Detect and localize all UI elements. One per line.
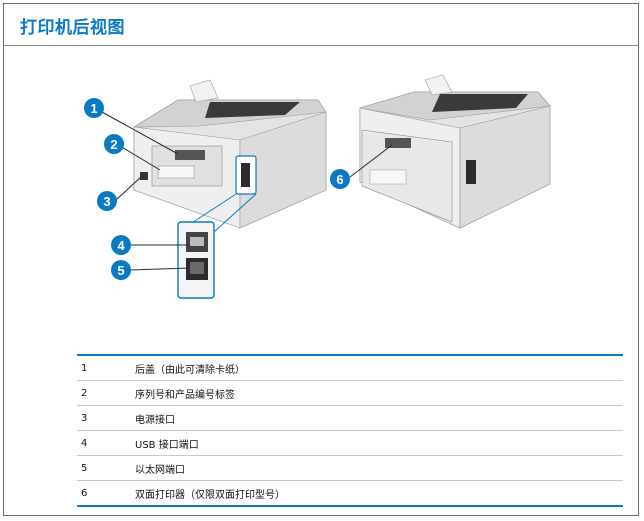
table-row: 1 后盖（由此可清除卡纸）: [77, 356, 623, 381]
svg-text:1: 1: [90, 101, 97, 116]
right-printer: [359, 74, 551, 229]
row-description: 以太网端口: [135, 464, 185, 476]
row-number: 2: [81, 387, 88, 399]
table-row: 5 以太网端口: [77, 456, 623, 481]
callout-badge-6: 6: [330, 169, 350, 189]
row-description: 双面打印器（仅限双面打印型号）: [135, 489, 285, 501]
table-row: 6 双面打印器（仅限双面打印型号）: [77, 481, 623, 507]
svg-text:5: 5: [117, 263, 124, 278]
row-number: 5: [81, 462, 88, 474]
row-description: USB 接口端口: [135, 439, 199, 451]
callout-badge-1: 1: [84, 98, 104, 118]
table-row: 4 USB 接口端口: [77, 431, 623, 456]
svg-text:4: 4: [117, 238, 125, 253]
legend-table: 1 后盖（由此可清除卡纸） 2 序列号和产品编号标签 3 电源接口 4 USB …: [77, 354, 623, 507]
svg-text:2: 2: [110, 137, 117, 152]
callout-badge-2: 2: [104, 134, 124, 154]
svg-text:3: 3: [103, 194, 110, 209]
page-title: 打印机后视图: [20, 18, 125, 38]
table-top-rule: [77, 354, 623, 356]
row-number: 3: [81, 412, 88, 424]
row-description: 后盖（由此可清除卡纸）: [135, 364, 245, 376]
row-number: 6: [81, 487, 88, 499]
callout-lines: [101, 111, 393, 271]
left-printer: [132, 79, 327, 233]
row-description: 序列号和产品编号标签: [135, 389, 235, 401]
row-number: 4: [81, 437, 88, 449]
title-divider: [4, 45, 638, 46]
table-row: 3 电源接口: [77, 406, 623, 431]
callout-badge-3: 3: [97, 191, 117, 211]
callout-badge-4: 4: [111, 235, 131, 255]
table-row: 2 序列号和产品编号标签: [77, 381, 623, 406]
callout-badge-5: 5: [111, 260, 131, 280]
svg-text:6: 6: [336, 172, 343, 187]
page-frame: [3, 3, 639, 516]
row-description: 电源接口: [135, 414, 175, 426]
row-number: 1: [81, 362, 88, 374]
port-zoom-panel: [177, 221, 215, 299]
